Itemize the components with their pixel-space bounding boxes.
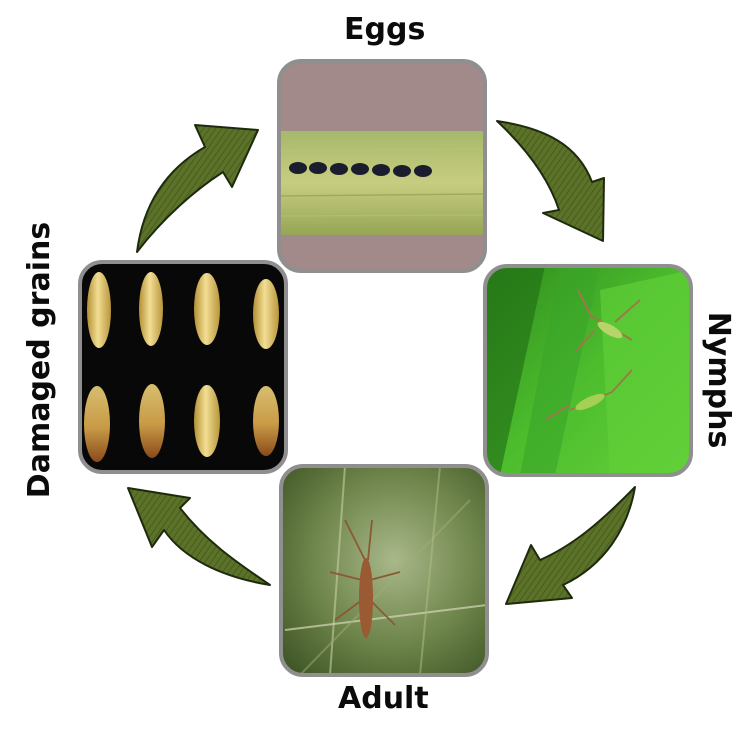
egg-cluster (289, 162, 432, 177)
arrow-adult-to-damaged-icon (127, 487, 271, 586)
adult-frame (279, 464, 489, 677)
eggs-frame (277, 59, 487, 273)
damaged-grains-photo (80, 262, 286, 472)
nymphs-photo (485, 266, 691, 475)
arrow-eggs-to-nymphs-icon (496, 120, 605, 242)
stage-label-eggs: Eggs (344, 12, 426, 47)
damaged-grains-frame (78, 260, 288, 474)
stage-label-adult: Adult (338, 681, 429, 716)
nymphs-frame (483, 264, 693, 477)
adult-insect (329, 519, 401, 638)
eggs-photo (279, 61, 485, 271)
arrow-damaged-to-eggs-icon (136, 124, 259, 253)
adult-photo (281, 466, 487, 675)
stage-label-nymphs: Nymphs (701, 311, 736, 449)
stage-label-damaged-grains: Damaged grains (22, 221, 57, 499)
arrow-nymphs-to-adult-icon (505, 486, 636, 605)
